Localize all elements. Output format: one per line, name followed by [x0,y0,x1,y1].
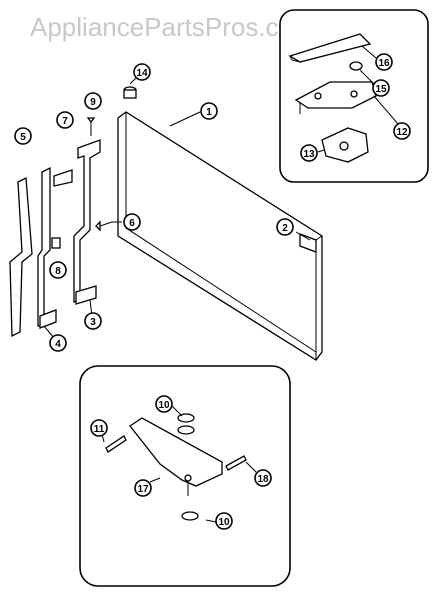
callout-2: 2 [276,218,294,236]
callout-10-bottom: 10 [215,512,233,530]
svg-text:17: 17 [137,484,149,495]
callout-15: 15 [372,79,390,97]
callout-17: 17 [134,479,152,497]
callout-3: 3 [84,312,102,330]
callout-10-top: 10 [155,395,173,413]
callout-18: 18 [254,469,272,487]
part-14-bolt [123,86,137,99]
part-6-screw [95,220,113,232]
part-16-cap [288,33,372,63]
part-10-washer-top-a [177,413,195,423]
callout-8: 8 [49,261,67,279]
svg-text:8: 8 [55,266,61,277]
part-11-bolt [105,435,127,453]
svg-text:1: 1 [206,107,212,118]
svg-text:14: 14 [136,68,148,79]
callout-12: 12 [393,122,411,140]
svg-text:3: 3 [90,317,96,328]
callout-5: 5 [14,127,32,145]
svg-text:12: 12 [396,127,408,138]
callout-16: 16 [375,53,393,71]
svg-text:4: 4 [55,339,61,350]
part-10-washer-bottom [181,511,199,521]
callout-6: 6 [123,213,141,231]
svg-text:10: 10 [158,400,170,411]
svg-text:16: 16 [378,58,390,69]
svg-text:7: 7 [62,116,68,127]
inset-bottom [79,365,291,587]
callout-13: 13 [300,144,318,162]
part-10-washer-top-b [177,425,195,435]
svg-text:13: 13 [303,149,315,160]
part-2-label [299,233,317,253]
svg-text:9: 9 [90,97,96,108]
part-15-knob [349,61,363,71]
part-3-rail [73,139,101,303]
callout-9: 9 [84,92,102,110]
part-18-bolt [225,455,247,471]
svg-text:11: 11 [94,424,105,435]
part-17-hinge-bracket [129,417,223,487]
part-5-trim-strip [9,176,33,338]
svg-text:6: 6 [129,218,135,229]
svg-text:5: 5 [20,132,26,143]
inset-top-right [279,9,429,183]
part-9-screw [86,117,96,136]
svg-text:2: 2 [282,223,288,234]
callout-7: 7 [56,111,74,129]
part-12-hinge-plate [294,81,377,109]
svg-text:15: 15 [375,84,387,95]
part-8-block [51,237,61,249]
part-4-bracket [37,166,51,327]
callout-11: 11 [90,419,108,437]
svg-text:10: 10 [218,517,230,528]
watermark-text: AppliancePartsPros.com [30,12,315,42]
callout-14: 14 [133,63,151,81]
callout-1: 1 [200,102,218,120]
svg-text:18: 18 [257,474,269,485]
callout-4: 4 [49,334,67,352]
part-7-clip [53,169,73,187]
